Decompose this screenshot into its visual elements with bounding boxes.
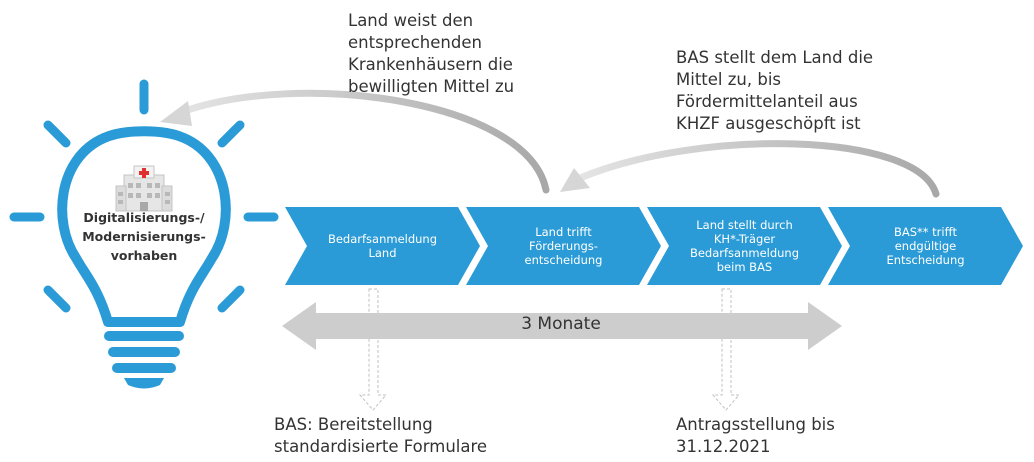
chevron-step-4: [828, 207, 1023, 285]
chevron-step-2: [466, 207, 661, 285]
step-4-label: BAS** trifft endgültige Entscheidung: [848, 207, 1003, 285]
step-2-line: entscheidung: [524, 253, 603, 267]
note-line: standardisierte Formulare: [274, 437, 488, 456]
note-line: 31.12.2021: [676, 437, 771, 456]
step-3-label: Land stellt durch KH*-Träger Bedarfsanme…: [667, 207, 822, 285]
bulb-outline: [57, 126, 231, 327]
bulb-base-ring-2: [108, 347, 180, 357]
chevron-step-1: [285, 207, 480, 285]
chevron-step-3: [647, 207, 842, 285]
bulb-base: [104, 331, 184, 389]
note-line: entsprechenden: [348, 33, 482, 52]
dashed-arrow-bafter-step1: [358, 288, 388, 411]
note-line: Antragsstellung bis: [676, 415, 835, 434]
bulb-label-line: Digitalisierungs-/: [83, 210, 205, 225]
note-top-right: BAS stellt dem Land die Mittel zu, bis F…: [676, 47, 873, 135]
curved-arrow-right: [560, 140, 940, 198]
step-4-line: Entscheidung: [886, 253, 965, 267]
bulb-label-line: vorhaben: [110, 248, 178, 263]
bulb-ray-lower-right: [217, 285, 245, 313]
bulb-ray-upper-right: [217, 120, 245, 148]
step-3-line: Bedarfsanmeldung: [689, 246, 800, 260]
step-2-line: Land trifft: [535, 225, 592, 239]
bulb-ray-upper-left: [43, 120, 71, 148]
step-4-line: BAS** trifft: [893, 225, 958, 239]
step-3-line: KH*-Träger: [713, 232, 776, 246]
note-line: KHZF ausgeschöpft ist: [676, 114, 861, 133]
bulb-base-ring-3: [112, 363, 176, 373]
step-1-label: Bedarfsanmeldung Land: [305, 207, 460, 285]
bulb-ray-lower-left: [43, 285, 71, 313]
duration-label: 3 Monate: [521, 314, 601, 334]
hospital-icon: [115, 165, 173, 212]
process-chevrons: [285, 207, 1023, 285]
duration-arrow: [282, 302, 842, 350]
bulb-base-tip: [124, 378, 164, 389]
step-2-line: Förderungs-: [529, 239, 598, 253]
bulb-label-line: Modernisierungs-: [82, 229, 206, 244]
note-bottom-left: BAS: Bereitstellung standardisierte Form…: [274, 414, 487, 458]
step-2-label: Land trifft Förderungs- entscheidung: [486, 207, 641, 285]
note-line: bewilligten Mittel zu: [348, 77, 515, 96]
note-top-left: Land weist den entsprechenden Krankenhäu…: [348, 10, 514, 98]
step-3-line: Land stellt durch: [696, 218, 793, 232]
dashed-arrow-after-step3: [711, 288, 741, 411]
bulb-base-ring-1: [104, 331, 184, 341]
note-line: Krankenhäusern die: [348, 55, 513, 74]
step-1-line: Bedarfsanmeldung: [327, 232, 438, 246]
note-line: Fördermittelanteil aus: [676, 92, 858, 111]
curved-arrow-left: [160, 89, 550, 194]
note-bottom-right: Antragsstellung bis 31.12.2021: [676, 414, 835, 458]
bulb-rays: [9, 79, 279, 313]
note-line: Land weist den: [348, 11, 474, 30]
note-line: Mittel zu, bis: [676, 70, 782, 89]
bulb-label: Digitalisierungs-/ Modernisierungs- vorh…: [72, 208, 216, 265]
note-line: BAS: Bereitstellung: [274, 415, 433, 434]
step-4-line: endgültige: [894, 239, 957, 253]
note-line: BAS stellt dem Land die: [676, 48, 874, 67]
step-1-line: Land: [368, 246, 397, 260]
step-3-line: beim BAS: [716, 260, 773, 274]
